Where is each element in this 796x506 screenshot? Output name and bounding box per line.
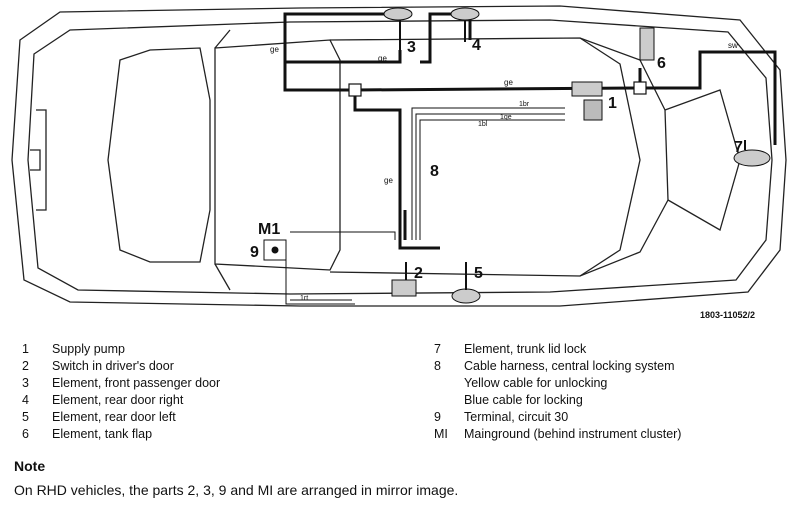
component-terminal-circuit-30 (263, 239, 287, 261)
wire-label-ge-small: 1ge (500, 114, 512, 121)
callout-4: 4 (472, 37, 481, 54)
wire-label-sw: sw (728, 41, 738, 50)
callout-1: 1 (608, 95, 617, 112)
callout-8: 8 (430, 163, 439, 180)
component-element-trunk-lid-lock (733, 140, 771, 167)
component-supply-pump (571, 81, 603, 121)
wire-label-ge-down: ge (384, 176, 393, 185)
note-title: Note (14, 458, 46, 474)
wire-label-ge-left: ge (270, 45, 279, 54)
reference-code: 1803-11052/2 (700, 310, 755, 320)
wire-label-bl: 1bl (478, 121, 488, 128)
wire-label-rt: 1rt (300, 295, 308, 302)
central-locking-diagram: 1 2 3 4 5 6 7 8 9 M1 ge ge ge ge sw 1br … (11, 5, 787, 320)
wire-label-br: 1br (519, 101, 530, 108)
harness-lines (285, 107, 565, 305)
component-element-rear-door-right (450, 7, 480, 42)
callout-5: 5 (474, 265, 483, 282)
component-element-rear-door-left (451, 262, 481, 304)
wire-label-ge-main: ge (504, 78, 513, 87)
note-text: On RHD vehicles, the parts 2, 3, 9 and M… (14, 482, 459, 498)
component-switch-drivers-door (391, 262, 417, 297)
callout-3: 3 (407, 39, 416, 56)
callout-6: 6 (657, 55, 666, 72)
car-outline (11, 5, 787, 307)
component-element-tank-flap (639, 27, 655, 61)
component-element-front-passenger-door (383, 7, 413, 50)
component-t-junctions (348, 81, 647, 97)
callout-9: 9 (250, 244, 259, 261)
pneumatic-lines (283, 12, 777, 250)
callout-2: 2 (414, 265, 423, 282)
wire-label-ge-top: ge (378, 54, 387, 63)
callout-7: 7 (734, 139, 743, 156)
callout-m1: M1 (258, 221, 280, 238)
